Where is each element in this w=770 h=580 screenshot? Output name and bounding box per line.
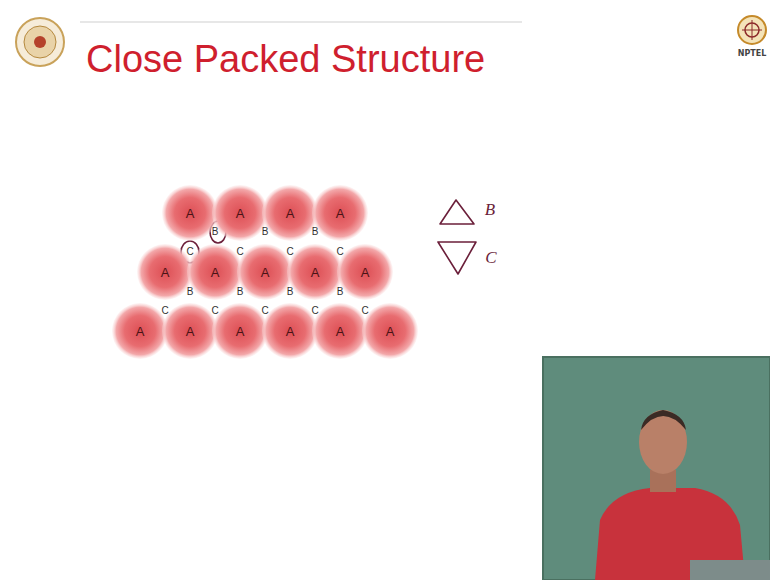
sphere-shape [112,303,168,359]
atom-letter: A [212,185,268,241]
site-label: B [187,287,194,297]
sphere-shape [262,303,318,359]
atom-letter: A [337,244,393,300]
site-label: C [211,306,218,316]
sphere-atom: A [312,303,368,359]
sphere-atom: A [262,303,318,359]
nptel-logo [738,16,766,44]
atom-letter: A [162,303,218,359]
sphere-atom: A [287,244,343,300]
sphere-atom: A [212,303,268,359]
sphere-shape [312,185,368,241]
sphere-atom: A [312,185,368,241]
site-label: B [212,227,219,237]
site-label: C [361,306,368,316]
sphere-shape [137,244,193,300]
sphere-shape [212,185,268,241]
sphere-atom: A [137,244,193,300]
site-label: C [311,306,318,316]
sphere-atom: A [362,303,418,359]
handwritten-note: C [485,249,496,266]
presenter-video [543,357,770,580]
site-label: C [161,306,168,316]
sphere-shape [312,303,368,359]
sphere-atom: A [162,303,218,359]
sphere-shape [262,185,318,241]
sphere-shape [162,185,218,241]
sphere-shape [287,244,343,300]
sphere-atom: A [112,303,168,359]
sphere-shape [187,244,243,300]
site-label: B [312,227,319,237]
atom-letter: A [362,303,418,359]
sphere-atom: A [262,185,318,241]
sphere-atom: A [162,185,218,241]
atom-letter: A [212,303,268,359]
header-rule [80,22,522,23]
atom-letter: A [137,244,193,300]
site-label: C [236,247,243,257]
site-label: B [237,287,244,297]
institute-logo [16,18,64,66]
sphere-shape [362,303,418,359]
up-triangle-sketch [440,200,474,224]
sphere-shape [162,303,218,359]
sphere-atom: A [237,244,293,300]
atom-letter: A [237,244,293,300]
logo-caption: NPTEL [738,50,767,58]
sphere-shape [212,303,268,359]
site-label: C [286,247,293,257]
slide-title: Close Packed Structure [86,40,485,78]
sphere-shape [237,244,293,300]
handwritten-note: B [485,201,495,218]
site-label: C [186,247,193,257]
site-label: B [337,287,344,297]
site-label: C [261,306,268,316]
sphere-shape [337,244,393,300]
sphere-atom: A [337,244,393,300]
atom-letter: A [287,244,343,300]
atom-letter: A [312,185,368,241]
sphere-atom: A [187,244,243,300]
down-triangle-sketch [438,242,476,274]
atom-letter: A [262,303,318,359]
atom-letter: A [162,185,218,241]
atom-letter: A [187,244,243,300]
atom-letter: A [262,185,318,241]
atom-letter: A [112,303,168,359]
site-label: B [287,287,294,297]
site-label: C [336,247,343,257]
atom-letter: A [312,303,368,359]
sphere-atom: A [212,185,268,241]
site-label: B [262,227,269,237]
